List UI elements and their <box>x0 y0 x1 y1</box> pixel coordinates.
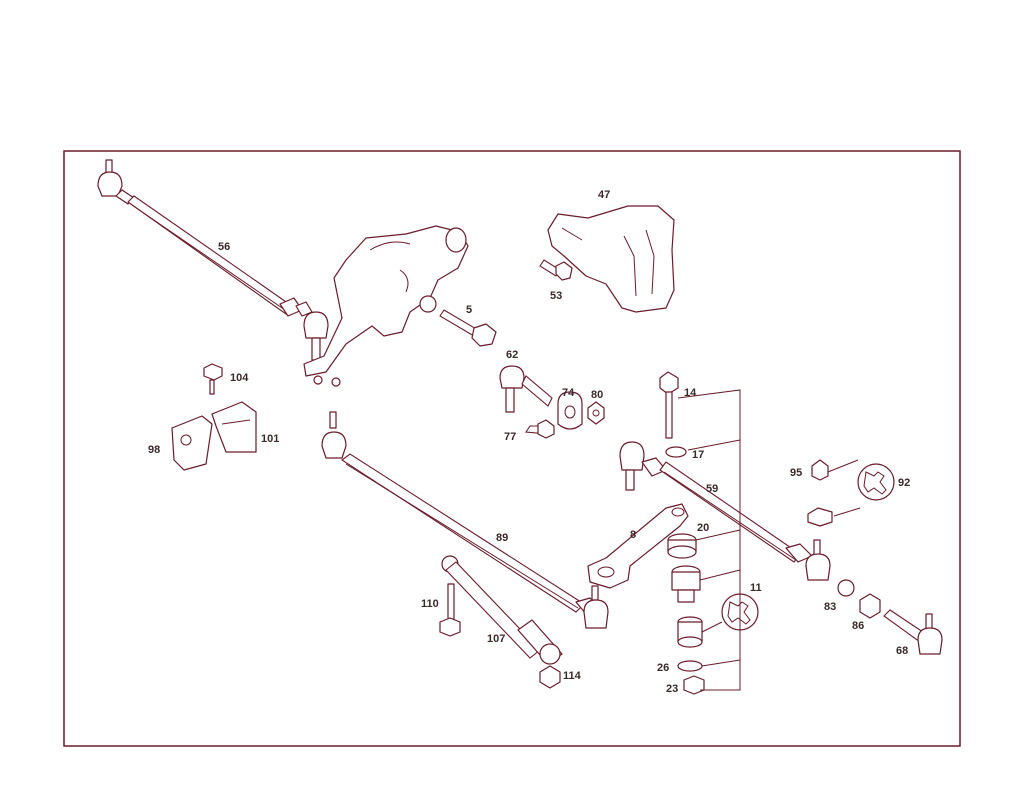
part-80-nut[interactable] <box>587 401 605 425</box>
wrench-icon <box>857 463 895 501</box>
part-83-bushing[interactable] <box>837 579 855 597</box>
part-17-washer[interactable] <box>665 446 687 458</box>
part-11-bushing[interactable] <box>677 616 703 648</box>
callout-86: 86 <box>852 620 864 632</box>
callout-17: 17 <box>692 449 704 461</box>
part-62-ball-joint[interactable] <box>499 365 553 413</box>
callout-53: 53 <box>550 290 562 302</box>
part-89-center-rod[interactable] <box>321 411 609 629</box>
part-23-nut[interactable] <box>683 675 705 695</box>
callout-98: 98 <box>148 444 160 456</box>
part-114-nut[interactable] <box>539 665 561 689</box>
part-101-shield[interactable] <box>211 401 257 453</box>
callout-59: 59 <box>706 483 718 495</box>
part-86-nut[interactable] <box>859 593 881 619</box>
part-53-bolt[interactable] <box>539 259 573 281</box>
callout-80: 80 <box>591 389 603 401</box>
part-26-washer[interactable] <box>677 660 703 672</box>
callout-68: 68 <box>896 645 908 657</box>
part-5-bolt[interactable] <box>439 309 497 347</box>
callout-114: 114 <box>563 670 582 682</box>
callout-23: 23 <box>666 683 678 695</box>
part-77-bolt[interactable] <box>525 419 555 439</box>
part-59-tie-rod[interactable] <box>619 441 831 581</box>
callout-95: 95 <box>790 467 802 479</box>
callout-107: 107 <box>487 633 505 645</box>
diagram-frame <box>63 150 961 747</box>
callout-74: 74 <box>562 387 575 399</box>
part-74-bushing[interactable] <box>557 391 583 430</box>
part-14-bolt[interactable] <box>659 371 679 439</box>
leader-bracket-14-23 <box>677 389 741 691</box>
callout-104: 104 <box>230 372 249 384</box>
part-56-tie-rod[interactable] <box>97 159 329 361</box>
part-95-nut[interactable] <box>811 459 829 481</box>
callout-5: 5 <box>466 304 472 316</box>
leader-bracket-92 <box>827 459 861 517</box>
part-bushing-right[interactable] <box>807 507 833 527</box>
callout-8: 8 <box>630 529 636 541</box>
part-20-bushing[interactable] <box>667 533 697 559</box>
callout-20: 20 <box>697 522 709 534</box>
callout-83: 83 <box>824 601 836 613</box>
callout-89: 89 <box>496 532 508 544</box>
callout-77: 77 <box>504 431 516 443</box>
part-8-idler-arm[interactable] <box>587 503 689 589</box>
part-110-bolt[interactable] <box>439 583 461 637</box>
callout-101: 101 <box>261 433 279 445</box>
part-idler-bushing[interactable] <box>671 565 701 603</box>
callout-92: 92 <box>898 477 910 489</box>
callout-56: 56 <box>218 241 230 253</box>
callout-14: 14 <box>684 387 697 399</box>
steering-gearbox[interactable] <box>303 225 469 387</box>
callout-62: 62 <box>506 349 518 361</box>
part-104-screw[interactable] <box>203 363 223 395</box>
callout-26: 26 <box>657 662 669 674</box>
part-98-bracket[interactable] <box>171 415 213 471</box>
part-47-bracket[interactable] <box>547 205 675 313</box>
callout-47: 47 <box>598 189 610 201</box>
callout-11: 11 <box>750 582 762 594</box>
part-107-damper[interactable] <box>441 555 563 665</box>
callout-110: 110 <box>421 598 439 610</box>
part-68-tie-rod-end[interactable] <box>883 609 943 655</box>
